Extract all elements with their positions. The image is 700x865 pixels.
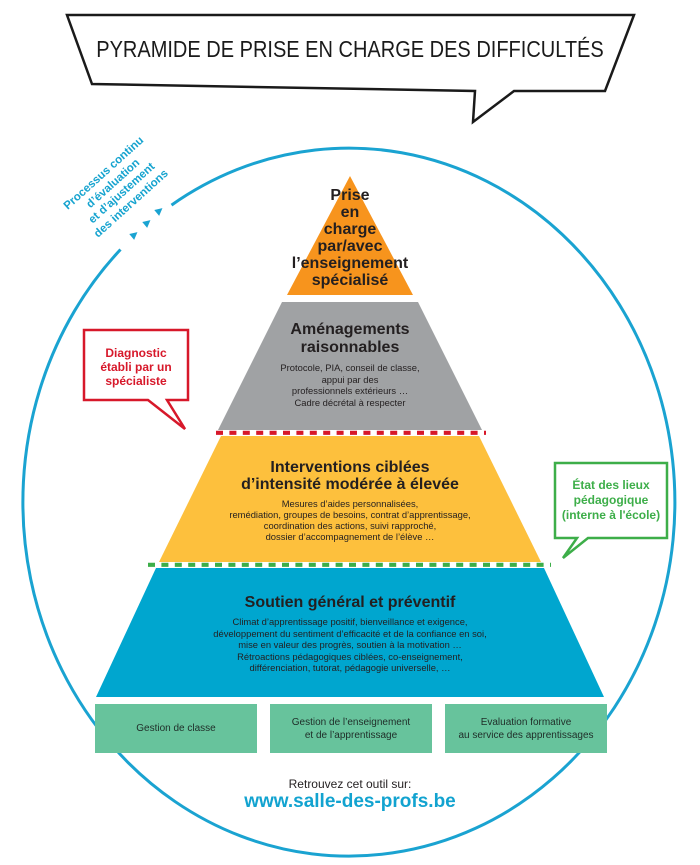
foundation-gestion-enseignement: Gestion de l’enseignement et de l’appren… [270,704,432,753]
heading-line: l’enseignement [291,254,409,272]
callout-line: Diagnostic [105,346,167,360]
detail-line: mise en valeur des progrès, soutien à la… [238,639,462,651]
heading-line: Interventions ciblées [270,458,430,476]
tier-specialise-heading: Prise en charge par/avec l’enseignement … [110,187,590,289]
detail-line: professionnels extérieurs … [291,385,409,397]
tier-soutien-details: Climat d’apprentissage positif, bienveil… [110,616,590,674]
callout-diagnostic-text: Diagnostic établi par un spécialiste [84,346,188,388]
title-speech-bubble [65,13,636,125]
foundation-line: au service des apprentissages [458,729,594,741]
cycle-ring [21,146,677,858]
detail-line: appui par des [321,373,379,385]
callout-line: (interne à l'école) [561,507,661,522]
page-title: PYRAMIDE DE PRISE EN CHARGE DES DIFFICUL… [96,37,604,63]
footer-prompt: Retrouvez cet outil sur: [288,777,412,791]
heading-line: par/avec [317,237,383,255]
cycle-arrow-icon [154,208,163,216]
callout-line: spécialiste [105,374,167,388]
callout-diagnostic-bubble [82,328,190,430]
tier-interventions-details: Mesures d’aides personnalisées, remédiat… [110,498,590,542]
callout-etat-des-lieux-bubble [553,461,669,559]
detail-line: remédiation, groupes de besoins, contrat… [229,508,471,520]
tier-interventions-heading: Interventions ciblées d’intensité modéré… [110,459,590,493]
heading-line: spécialisé [311,271,389,289]
foundation-line: Gestion de classe [136,723,216,734]
callout-line: établi par un [100,360,172,374]
detail-line: différenciation, tutorat, pédagogie univ… [249,662,451,674]
heading-line: d’intensité modérée à élevée [241,475,459,493]
heading-line: Aménagements [290,321,410,338]
foundation-line: Evaluation formative [480,716,572,728]
tier-specialise-shape [287,176,413,295]
heading-line: Prise [330,186,370,204]
cycle-arrow-icon [142,220,151,228]
callout-line: pédagogique [573,492,649,507]
tier-amenagements-details: Protocole, PIA, conseil de classe, appui… [110,362,590,408]
detail-line: développement du sentiment d’efficacité … [213,627,487,639]
foundation-line: Gestion de l’enseignement [291,716,411,728]
detail-line: Rétroactions pédagogiques ciblées, co-en… [237,650,463,662]
tier-soutien-heading: Soutien général et préventif [110,594,590,612]
foundation-line: et de l’apprentissage [304,729,398,741]
tier-amenagements-shape [218,302,482,430]
callout-line: État des lieux [572,477,650,492]
detail-line: coordination des actions, suivi rapproch… [263,519,437,531]
cycle-arrows [129,208,163,240]
detail-line: Protocole, PIA, conseil de classe, [280,362,420,374]
website-link[interactable]: www.salle-des-profs.be [244,791,456,812]
heading-line: charge [323,220,377,238]
detail-line: dossier d’accompagnement de l’élève … [265,530,435,542]
heading-line: raisonnables [300,339,400,356]
detail-line: Cadre décrétal à respecter [294,396,406,408]
heading-line: en [340,203,360,221]
heading-line: Soutien général et préventif [244,594,456,611]
tier-interventions-shape [159,436,541,562]
tier-amenagements-heading: Aménagements raisonnables [110,321,590,357]
detail-line: Mesures d’aides personnalisées, [281,497,419,509]
tier-soutien-shape [96,568,604,697]
callout-etat-des-lieux-text: État des lieux pédagogique (interne à l'… [555,478,667,523]
foundation-gestion-classe: Gestion de classe [95,704,257,753]
foundation-evaluation-formative: Evaluation formative au service des appr… [445,704,607,753]
detail-line: Climat d’apprentissage positif, bienveil… [232,616,468,628]
cycle-arrow-icon [129,232,138,240]
